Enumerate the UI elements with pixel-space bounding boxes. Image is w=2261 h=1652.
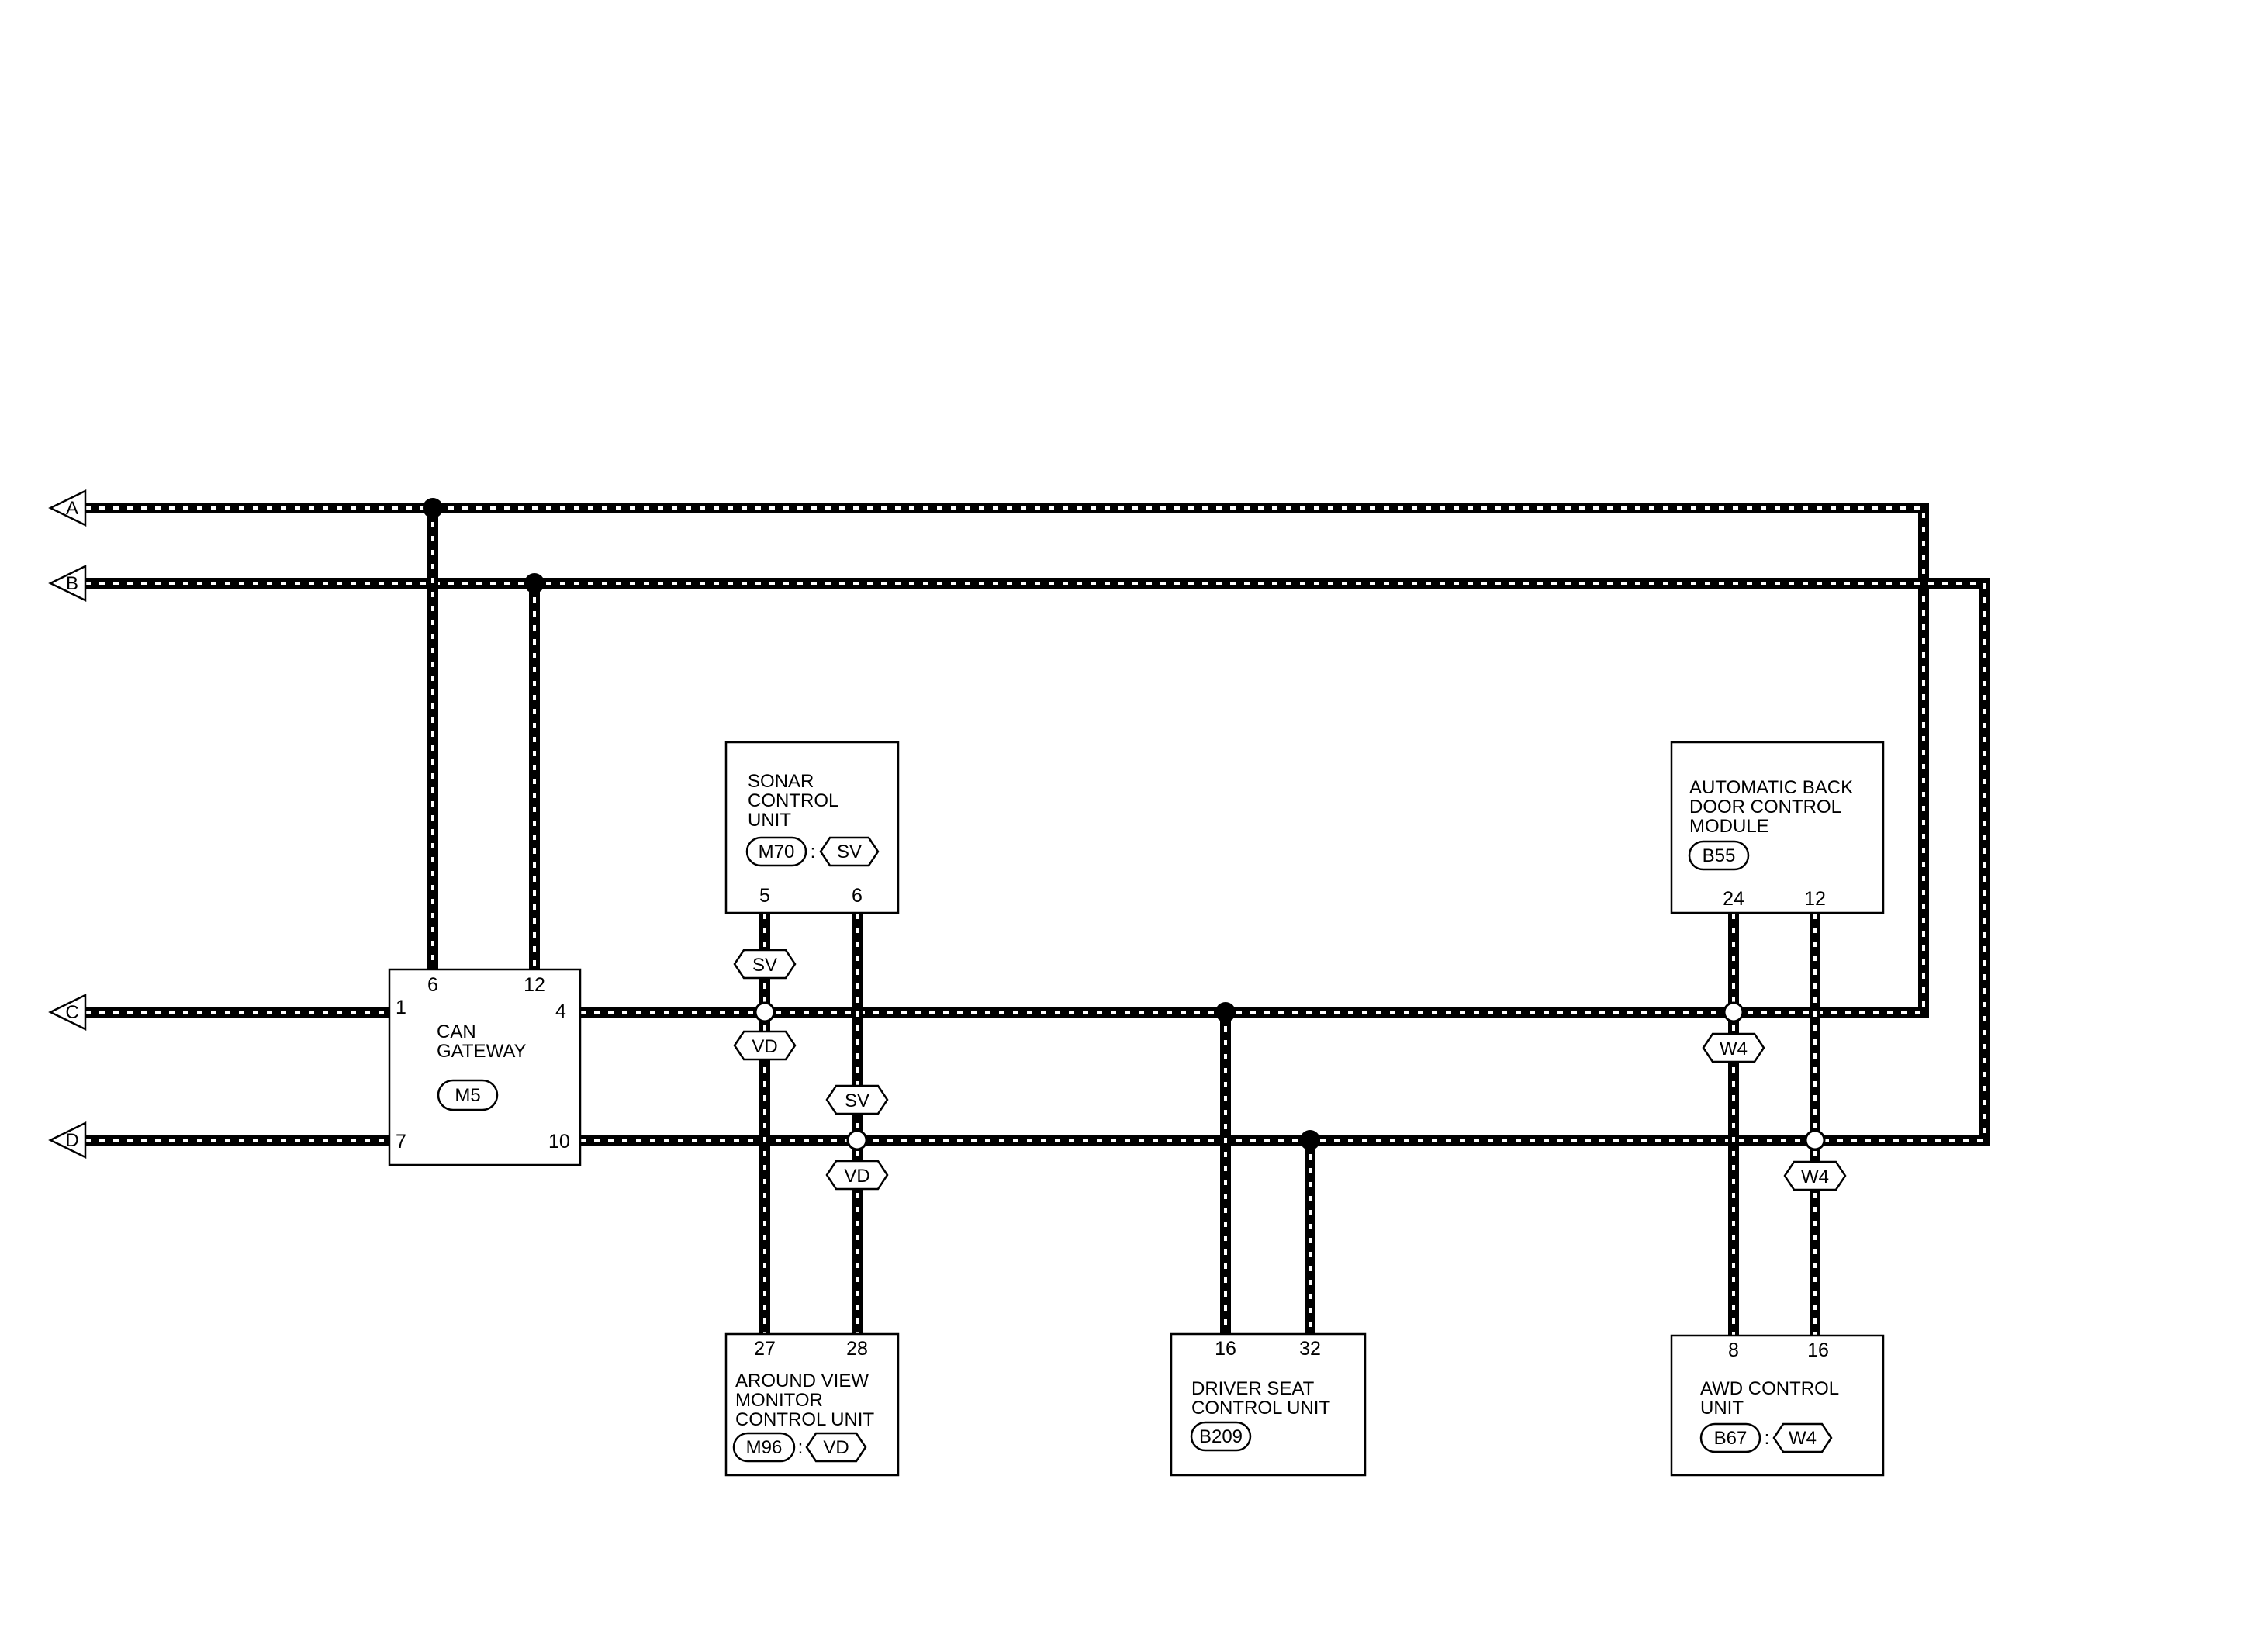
pin-label: 12 <box>1804 888 1826 910</box>
pin-label: 8 <box>1728 1339 1739 1361</box>
module-label: GATEWAY <box>437 1041 527 1062</box>
module-label: AROUND VIEW <box>735 1370 869 1391</box>
svg-text::: : <box>798 1437 804 1458</box>
module-label: CAN <box>437 1021 476 1042</box>
connector-id: M96 <box>746 1437 783 1458</box>
module-label: UNIT <box>748 810 791 831</box>
pin-label: 24 <box>1723 888 1744 910</box>
harness-tag-sv: SV <box>825 1084 889 1115</box>
module-label: CONTROL UNIT <box>1191 1398 1330 1419</box>
pin-label: 1 <box>396 997 406 1018</box>
module-label: CONTROL <box>748 790 838 811</box>
harness-tag-vd: VD <box>733 1030 797 1061</box>
module-label: DRIVER SEAT <box>1191 1378 1315 1399</box>
pin-label: 7 <box>396 1131 406 1153</box>
edge-connector-d: D <box>48 1121 87 1160</box>
harness-id: W4 <box>1789 1428 1817 1449</box>
pin-label: 12 <box>524 974 545 996</box>
back-door-control-module: AUTOMATIC BACK DOOR CONTROL MODULE B55 2… <box>1670 741 1885 914</box>
awd-control-unit: 8 16 AWD CONTROL UNIT B67 : W4 <box>1670 1334 1885 1477</box>
module-label: SONAR <box>748 771 814 792</box>
svg-text::: : <box>1765 1428 1770 1449</box>
around-view-monitor-module: 27 28 AROUND VIEW MONITOR CONTROL UNIT M… <box>724 1332 900 1477</box>
svg-text:SV: SV <box>752 955 777 976</box>
pin-label: 28 <box>846 1338 868 1360</box>
harness-tags: SV VD SV VD W4 W4 <box>733 949 1847 1191</box>
svg-text:B: B <box>66 573 78 594</box>
pin-label: 6 <box>427 974 438 996</box>
harness-tag-w4: W4 <box>1702 1032 1765 1063</box>
connector-id: B209 <box>1199 1426 1243 1447</box>
edge-connector-b: B <box>48 564 87 603</box>
harness-id: VD <box>823 1437 849 1458</box>
splice-c-seat <box>1215 1002 1236 1022</box>
sonar-control-unit: SONAR CONTROL UNIT M70 : SV 5 6 <box>724 741 900 914</box>
svg-text:A: A <box>66 498 78 519</box>
svg-text:VD: VD <box>752 1036 777 1057</box>
module-label: MONITOR <box>735 1390 823 1411</box>
pin-label: 10 <box>548 1131 570 1153</box>
svg-text:D: D <box>65 1130 78 1151</box>
svg-text:W4: W4 <box>1801 1166 1829 1187</box>
connector-id: B55 <box>1703 845 1736 866</box>
pin-label: 5 <box>759 885 770 907</box>
svg-text:C: C <box>65 1002 78 1023</box>
connector-id: B67 <box>1714 1428 1748 1449</box>
junction-c-sonar <box>754 1001 776 1023</box>
module-label: AWD CONTROL <box>1700 1378 1839 1399</box>
junction-c-door <box>1723 1001 1744 1023</box>
junction-d-door <box>1804 1129 1826 1151</box>
driver-seat-control-unit: 16 32 DRIVER SEAT CONTROL UNIT B209 <box>1170 1332 1367 1477</box>
module-label: UNIT <box>1700 1398 1744 1419</box>
pin-label: 6 <box>852 885 863 907</box>
splice-b <box>524 573 545 593</box>
harness-tag-vd: VD <box>825 1160 889 1191</box>
module-label: MODULE <box>1689 816 1769 837</box>
harness-id: SV <box>837 842 862 862</box>
connector-id: M5 <box>455 1085 480 1106</box>
pin-label: 16 <box>1807 1339 1829 1361</box>
svg-text:SV: SV <box>845 1090 869 1111</box>
svg-text::: : <box>811 842 816 862</box>
edge-connector-c: C <box>48 993 87 1032</box>
junction-d-sonar <box>846 1129 868 1151</box>
splice-d-seat <box>1300 1130 1320 1150</box>
module-label: AUTOMATIC BACK <box>1689 777 1853 798</box>
pin-label: 32 <box>1299 1338 1321 1360</box>
module-label: DOOR CONTROL <box>1689 797 1841 817</box>
edge-connectors: A B C D <box>48 489 87 1160</box>
can-gateway-module: 6 12 1 4 7 10 CAN GATEWAY M5 <box>388 968 582 1166</box>
svg-text:W4: W4 <box>1720 1039 1748 1059</box>
harness-tag-w4: W4 <box>1783 1160 1847 1191</box>
splices <box>423 498 1826 1151</box>
splice-a <box>423 498 443 518</box>
connector-id: M70 <box>759 842 795 862</box>
pin-label: 27 <box>754 1338 776 1360</box>
edge-connector-a: A <box>48 489 87 527</box>
svg-text:VD: VD <box>844 1166 869 1187</box>
harness-tag-sv: SV <box>733 949 797 980</box>
wire-a-loop <box>85 503 1929 1018</box>
pin-label: 4 <box>555 1001 566 1022</box>
module-label: CONTROL UNIT <box>735 1409 874 1430</box>
wires <box>85 503 1990 1336</box>
pin-label: 16 <box>1215 1338 1236 1360</box>
